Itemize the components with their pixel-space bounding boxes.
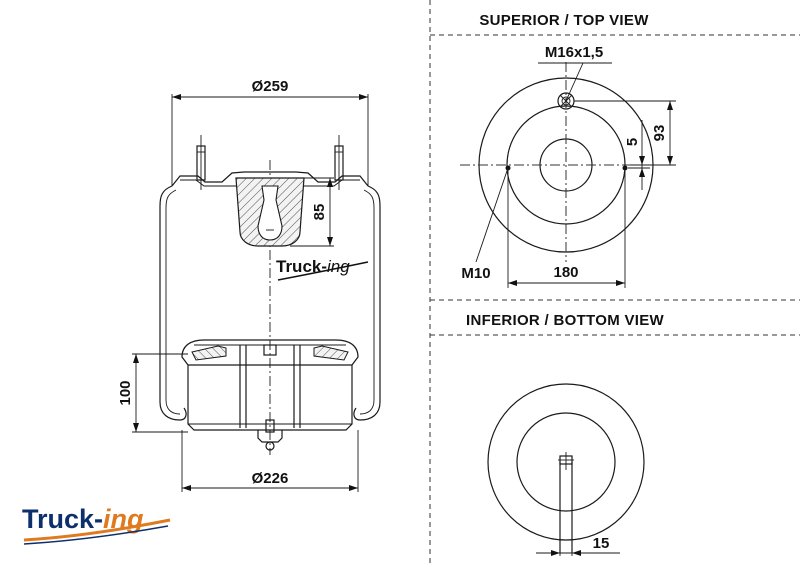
- dim-slot: 15: [536, 535, 620, 556]
- top-stud-right: [334, 135, 344, 190]
- dim-insert-height-label: 85: [311, 204, 328, 221]
- bottom-outer-circle: [487, 383, 645, 541]
- piston: [181, 339, 359, 451]
- dim-spacing: 180: [507, 170, 626, 288]
- dim-bottom-diameter-label: Ø226: [252, 470, 289, 487]
- dim-offset-93: 93: [574, 100, 676, 166]
- bottom-view: INFERIOR / BOTTOM VIEW 15: [466, 312, 665, 556]
- dim-offset-93-label: 93: [651, 125, 668, 142]
- top-stud-left: [196, 135, 206, 190]
- bellows-wall-left: [159, 185, 187, 421]
- dim-slot-label: 15: [593, 535, 610, 552]
- dim-spacing-label: 180: [553, 264, 578, 281]
- dim-offset-5-label: 5: [624, 138, 641, 146]
- svg-text:Truck-ing: Truck-ing: [276, 257, 350, 276]
- side-view: Ø259 85 100 Ø226: [117, 78, 381, 492]
- dim-bottom-diameter: Ø226: [181, 430, 359, 492]
- dim-piston-height: 100: [117, 353, 188, 433]
- bottom-inner-circle: [516, 412, 616, 512]
- dim-offset-5: 5: [624, 120, 650, 190]
- bottom-view-title: INFERIOR / BOTTOM VIEW: [466, 312, 665, 329]
- diagram-logo-main: Truck-: [276, 257, 327, 276]
- diagram-logo-italic: ing: [327, 257, 350, 276]
- dim-top-diameter: Ø259: [171, 78, 369, 186]
- dim-piston-height-label: 100: [117, 380, 134, 405]
- dim-thread: M16x1,5: [538, 44, 612, 102]
- bolt-hole-right: [622, 165, 628, 171]
- dim-insert-height: 85: [290, 177, 334, 247]
- dim-top-diameter-label: Ø259: [252, 78, 289, 95]
- dim-bolt: M10: [461, 167, 509, 282]
- bottom-slot: [558, 452, 574, 553]
- diagram-logo: Truck-ing: [276, 257, 369, 281]
- top-plate: [171, 171, 369, 187]
- dim-thread-label: M16x1,5: [545, 44, 603, 61]
- brand-logo-main: Truck-: [22, 504, 103, 534]
- dim-bolt-label: M10: [461, 265, 490, 282]
- bellows-wall-right: [353, 185, 381, 421]
- top-view: SUPERIOR / TOP VIEW M16x1,5: [460, 12, 676, 288]
- top-view-title: SUPERIOR / TOP VIEW: [479, 12, 649, 29]
- section-dividers: [429, 0, 800, 565]
- brand-logo: Truck-ing: [22, 504, 171, 545]
